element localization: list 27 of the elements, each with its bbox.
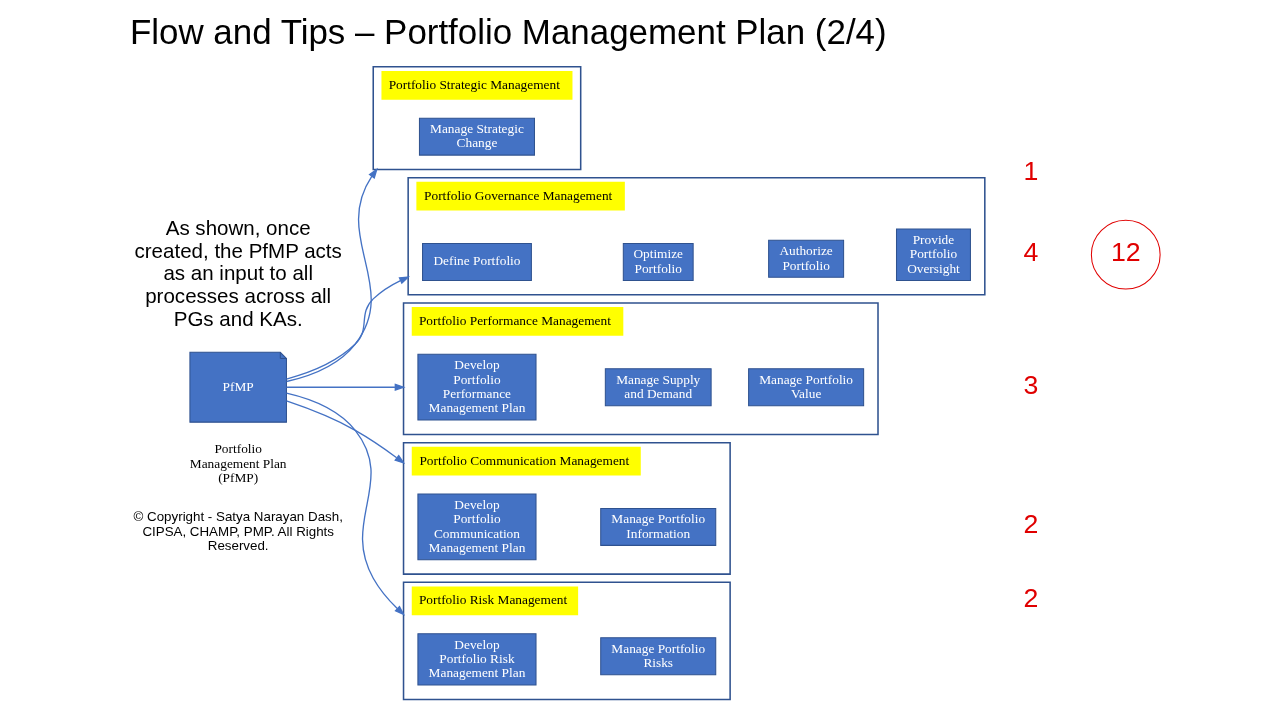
- label: 4: [1023, 237, 1038, 268]
- node-box: Manage Strategic Change: [418, 117, 535, 156]
- arrow: [285, 392, 405, 616]
- node-label: Portfolio Management Plan (PfMP): [189, 441, 287, 486]
- node-box: Authorize Portfolio: [767, 239, 844, 278]
- label: 1: [1023, 156, 1038, 187]
- label: © Copyright - Satya Narayan Dash, CIPSA, CHAMP, PMP. All Rights Reserved.: [133, 509, 343, 553]
- node-box: Develop Portfolio Performance Management Plan: [416, 353, 537, 421]
- node-box: Develop Portfolio Communication Management Plan: [416, 493, 537, 561]
- arrow: [285, 276, 410, 380]
- node-box: Manage Portfolio Value: [747, 368, 864, 407]
- node-box: Manage Portfolio Information: [599, 507, 716, 546]
- diagram-title: Flow and Tips – Portfolio Management Plan (2/4): [129, 12, 887, 52]
- label: 2: [1023, 583, 1038, 614]
- node-box: Manage Supply and Demand: [604, 368, 712, 407]
- node-box: Develop Portfolio Risk Management Plan: [416, 633, 537, 686]
- arrow: [285, 400, 405, 465]
- arrow: [285, 167, 378, 383]
- label: 2: [1023, 509, 1038, 540]
- node-circle: 12: [1090, 219, 1161, 290]
- node-box: Manage Portfolio Risks: [599, 637, 716, 676]
- arrow: [285, 383, 406, 392]
- node-box: Define Portfolio: [421, 242, 532, 281]
- label: 3: [1023, 369, 1038, 400]
- node-box: Provide Portfolio Oversight: [895, 228, 971, 281]
- label: As shown, once created, the PfMP acts as an input to all processes across all PGs and KAs.: [134, 216, 342, 330]
- node-box: Optimize Portfolio: [622, 242, 694, 281]
